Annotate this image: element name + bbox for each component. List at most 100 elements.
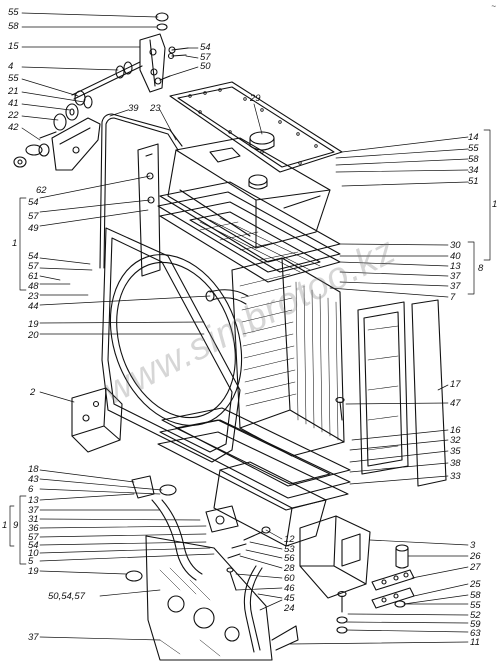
filler-cap [249,131,275,151]
callout-label: 52 [470,610,481,621]
bolt [335,396,345,421]
callout-label: 37 [450,281,461,292]
callout-label: 20 [28,330,39,341]
callout-label: 39 [128,103,139,114]
callout-label: 22 [8,110,19,121]
group-mark: 1 [12,238,18,249]
washer-stack [53,90,93,131]
callout-label: 17 [450,379,461,390]
callout-label: 50 [200,61,211,72]
callout-label: 16 [450,425,461,436]
side-bracket [71,387,123,453]
callout-label: 30 [450,240,461,251]
callout-label: 29 [250,93,261,104]
callout-label: 19 [28,566,39,577]
side-tank [357,299,447,487]
callout-label: 26 [470,551,481,562]
side-plate [137,143,161,277]
callout-label: 41 [8,98,19,109]
group-mark: 1 [492,199,498,210]
callout-label: 5 [28,556,34,567]
callout-label: 60 [284,573,295,584]
callout-label: 36 [28,523,39,534]
callout-label: 51 [468,176,479,187]
callout-label: 35 [450,446,461,457]
callout-label: 58 [8,21,19,32]
callout-label: 61 [28,271,39,282]
lower-panel [145,535,299,661]
callout-label: 55 [468,143,479,154]
drain-fittings [205,505,271,591]
callout-label: 43 [28,474,39,485]
callout-label: 31 [28,514,39,525]
callout-label: 18 [28,464,39,475]
callout-label: 54 [28,251,39,262]
bushing [395,544,409,569]
radiator-core [231,257,345,457]
leader-lines [9,12,491,645]
callout-label: 13 [450,261,461,272]
callout-label: 19 [28,319,39,330]
callout-label: 4 [8,61,14,72]
callout-label: 57 [200,52,211,63]
callout-label: 59 [470,619,481,630]
callout-label: 44 [28,301,39,312]
mount-bracket [13,117,101,171]
callout-label: 54 [28,540,39,551]
lower-gasket-stack [157,407,351,511]
callout-label: 11 [470,637,480,648]
callout-label: 25 [470,579,481,590]
callout-label: 57 [28,211,39,222]
callout-label: 7 [450,292,456,303]
callout-label: 45 [284,593,295,604]
callout-label: 46 [284,583,295,594]
group-mark: 8 [478,263,484,274]
callout-label: 62 [36,185,47,196]
callout-label: 32 [450,435,461,446]
callout-label: 58 [470,590,481,601]
callout-label: 6 [28,484,34,495]
callout-label: 21 [8,86,19,97]
callout-label: 54 [28,197,39,208]
callout-label: 27 [470,562,481,573]
callout-label: 57 [28,532,39,543]
callout-label: 54 [200,42,211,53]
overflow-pipe [99,113,183,269]
callout-label: 13 [28,495,39,506]
nut-washer [155,12,169,31]
callout-label: 14 [468,132,479,143]
callout-label: 33 [450,471,461,482]
callout-label: 34 [468,165,479,176]
callout-label: 23 [150,103,161,114]
callout-label: 28 [284,563,295,574]
callout-label: 42 [8,122,19,133]
drain-pipe [243,565,263,653]
callout-label: 55 [8,7,19,18]
lower-tank [213,461,327,547]
callout-label: 37 [450,271,461,282]
callout-label: 48 [28,281,39,292]
callout-label: 50,54,57 [48,591,85,602]
upper-tank [167,137,331,249]
callout-label: 40 [450,251,461,262]
callout-label: 57 [28,261,39,272]
callout-label: 55 [8,73,19,84]
callout-label: 15 [8,41,19,52]
callout-label: 58 [468,154,479,165]
callout-label: 23 [28,291,39,302]
callout-label: 37 [28,632,39,643]
callout-label: 12 [284,534,295,545]
callout-label: 49 [28,223,39,234]
bolt-group [154,46,189,85]
callout-label: 56 [284,553,295,564]
callout-label: 2 [30,387,36,398]
bracket-part [139,33,166,93]
callout-label: 38 [450,458,461,469]
callout-label: 37 [28,505,39,516]
callout-label: 55 [470,600,481,611]
outlet-hose [125,475,203,582]
gasket-stack [157,181,341,283]
corner-mark: ~ [491,2,496,11]
callout-label: 24 [284,603,295,614]
